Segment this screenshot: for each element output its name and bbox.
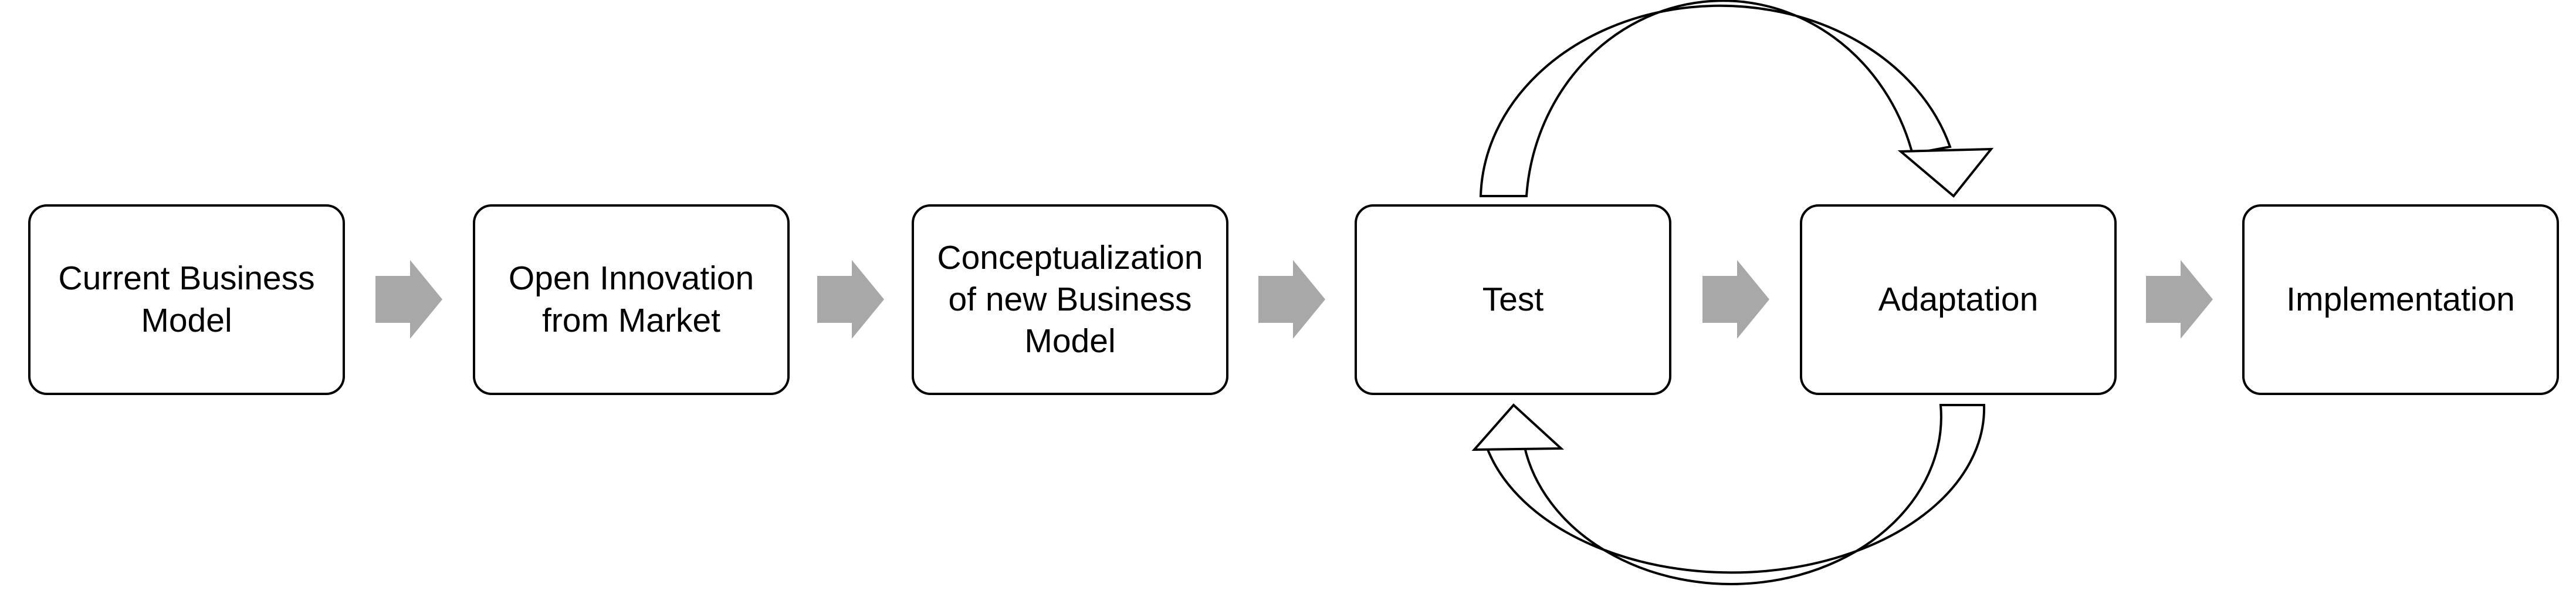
step-label-line: Adaptation [1878, 280, 2039, 318]
loop-arrow-top-band [1479, 0, 1952, 197]
step-label-line: Model [1024, 322, 1116, 360]
step-label-line: Implementation [2286, 280, 2515, 318]
loop-arrow-bottom-head [1471, 403, 1565, 451]
step-box-current-business-model: Current Business Model [28, 204, 345, 395]
step-label-line: Open Innovation [508, 259, 754, 298]
step-label-line: Test [1482, 280, 1544, 318]
step-box-adaptation: Adaptation [1800, 204, 2117, 395]
step-label-line: Conceptualization [937, 238, 1203, 276]
flow-arrow-2 [817, 260, 884, 339]
flow-arrow-1 [375, 260, 442, 339]
step-box-test: Test [1355, 204, 1671, 395]
loop-arrow-bottom-band [1486, 404, 1986, 585]
step-label-line: Model [141, 301, 232, 339]
loop-arrow-top-head [1897, 147, 1994, 198]
step-box-implementation: Implementation [2242, 204, 2559, 395]
step-label-line: of new Business [948, 280, 1192, 318]
step-box-open-innovation-from-market: Open Innovation from Market [473, 204, 790, 395]
flow-arrow-3 [1258, 260, 1325, 339]
flow-arrow-4 [1702, 260, 1769, 339]
step-label-line: Current Business [58, 259, 315, 298]
flow-arrow-5 [2146, 260, 2213, 339]
step-box-conceptualization-of-new-business-model: Conceptualization of new Business Model [912, 204, 1228, 395]
step-label-line: from Market [541, 301, 721, 339]
